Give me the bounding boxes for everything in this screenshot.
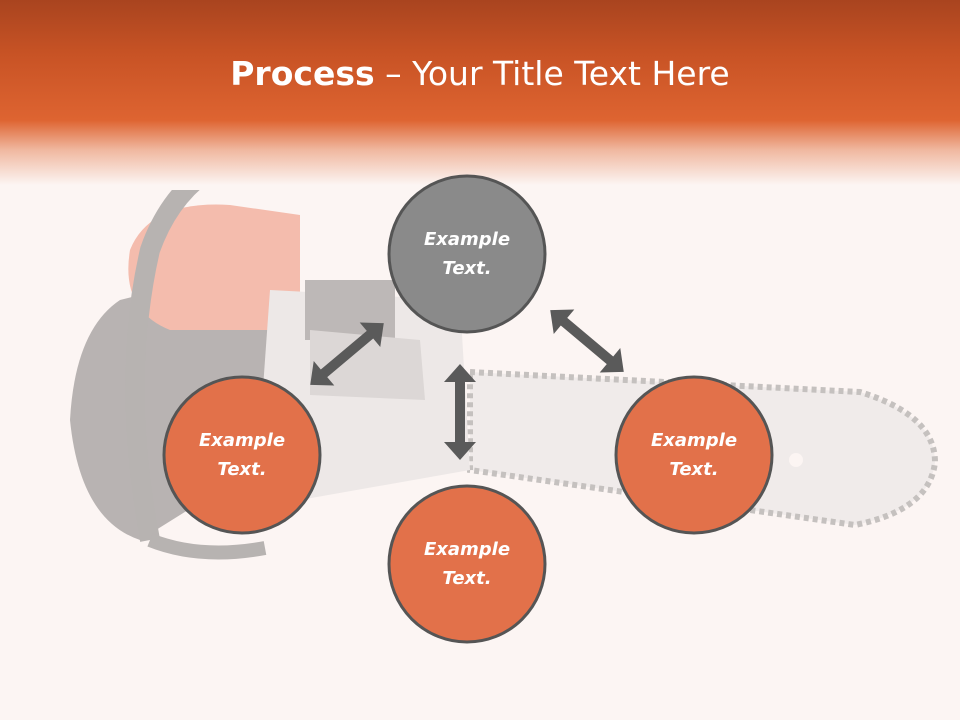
arrow-left-top-icon xyxy=(299,310,395,398)
node-right-line2: Text. xyxy=(669,459,719,480)
arrow-top-bottom-icon xyxy=(444,364,476,460)
arrow-top-right-icon xyxy=(539,297,635,385)
node-bottom-label: Example Text. xyxy=(387,535,547,593)
node-right xyxy=(614,375,774,535)
node-top-line1: Example xyxy=(423,229,511,250)
slide-title: Process – Your Title Text Here xyxy=(0,52,960,96)
node-top-label: Example Text. xyxy=(387,225,547,283)
node-right-label: Example Text. xyxy=(614,426,774,484)
title-rest: Your Title Text Here xyxy=(412,54,730,93)
node-bottom-line1: Example xyxy=(423,539,511,560)
node-top-line2: Text. xyxy=(442,258,492,279)
node-left xyxy=(162,375,322,535)
node-bottom xyxy=(387,484,547,644)
node-bottom-line2: Text. xyxy=(442,568,492,589)
node-right-line1: Example xyxy=(650,430,738,451)
node-left-line2: Text. xyxy=(217,459,267,480)
node-left-label: Example Text. xyxy=(162,426,322,484)
node-left-line1: Example xyxy=(198,430,286,451)
title-bold: Process xyxy=(230,54,375,93)
title-separator: – xyxy=(374,54,413,93)
nodes xyxy=(162,174,774,644)
title-banner xyxy=(0,0,960,190)
node-top xyxy=(387,174,547,334)
